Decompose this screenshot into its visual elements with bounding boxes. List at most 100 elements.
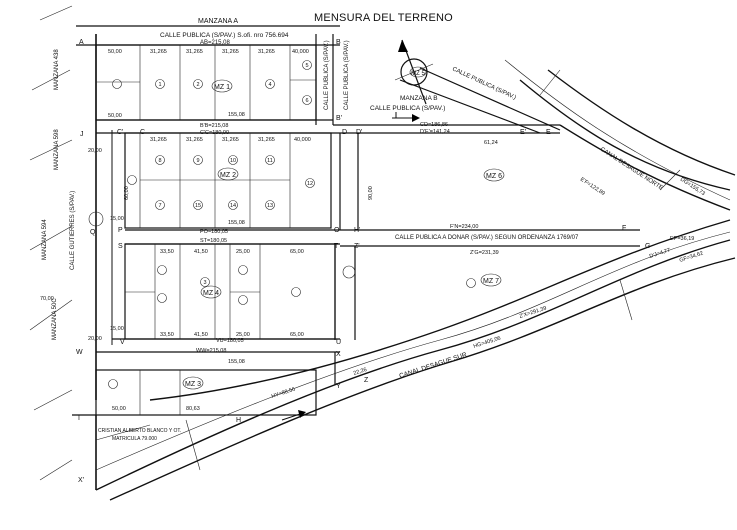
note-owner: CRISTIAN ALBERTO BLANCO Y OT. [98, 428, 181, 434]
measure-gf: GF=34,62 [679, 251, 704, 264]
point-hp: H' [354, 227, 360, 234]
street-east-v2: CALLE PUBLICA (S/PAV.) [344, 40, 350, 110]
measure-w40a: 40,000 [292, 49, 309, 55]
lot-7: 7 [158, 203, 161, 209]
point-w: W [76, 349, 83, 356]
point-q: Q [90, 229, 96, 236]
owner-notes: CRISTIAN ALBERTO BLANCO Y OT. MATRICULA … [98, 428, 181, 442]
lot-6: 6 [305, 98, 308, 104]
point-i: I [78, 415, 80, 422]
point-y: Y [336, 383, 341, 390]
measure-bb: B'B=215,08 [200, 123, 228, 129]
measure-1500a: 15,00 [110, 216, 124, 222]
measure-7000: 70,00 [40, 296, 54, 302]
street-north: CALLE PUBLICA (S/PAV.) S.ofi. nro 756.69… [160, 32, 289, 39]
measure-6500b: 65,00 [290, 332, 304, 338]
point-a: A [79, 39, 84, 46]
measure-9000: 90,00 [368, 186, 374, 200]
lot-9: 9 [196, 158, 199, 164]
point-dp: D' [356, 129, 362, 136]
block-mz3: MZ 3 [185, 381, 201, 388]
lot-4: 4 [268, 82, 271, 88]
lot-2: 2 [196, 82, 199, 88]
measure-hg: HG=405,06 [473, 335, 502, 349]
measure-ab: AB=215,08 [200, 40, 231, 46]
point-v: V [120, 339, 125, 346]
measure-vu: VU=180,05 [216, 338, 244, 344]
block-mz4: MZ 4 [203, 290, 219, 297]
measure-w31a: 31,265 [150, 49, 167, 55]
measure-zg: Z'G=231,39 [470, 250, 499, 256]
point-c: C [140, 129, 145, 136]
measure-hy: HY=88,56 [271, 387, 296, 400]
block-mz7: MZ 7 [483, 278, 499, 285]
lot-11: 11 [267, 158, 273, 164]
block-mz1: MZ 1 [214, 84, 230, 91]
measure-2622: 22,26 [353, 367, 368, 377]
page-title: MENSURA DEL TERRENO [314, 12, 453, 24]
measure-2000a: 20,00 [88, 148, 102, 154]
measure-fn: F'N=234,00 [450, 224, 478, 230]
measure-de: D'E'=141,24 [420, 129, 450, 135]
measure-6000: 60,00 [124, 186, 130, 200]
point-bp: B' [336, 115, 342, 122]
measure-6500a: 65,00 [290, 249, 304, 255]
point-p: P [118, 227, 123, 234]
street-west: CALLE GUTIERRES (S/PAV.) [70, 191, 76, 270]
measure-st: ST=180,05 [200, 238, 227, 244]
point-x: X [336, 351, 341, 358]
point-t: T [334, 243, 339, 250]
measure-w50b: 50,00 [108, 113, 122, 119]
point-e: E [546, 129, 551, 136]
point-ep: E' [520, 129, 526, 136]
lot-8: 8 [158, 158, 161, 164]
canal-norte-name: CANAL DESAGUE NORTE [599, 147, 664, 192]
block-mz2: MZ 2 [220, 172, 236, 179]
point-b: B [336, 39, 341, 46]
measure-w40b: 40,000 [294, 137, 311, 143]
point-d: D [342, 129, 347, 136]
manzana-50c: MANZANA 50C [52, 298, 58, 340]
measure-dj: D'J=4,77 [649, 247, 671, 259]
point-cp: C' [117, 129, 123, 136]
measure-3350b: 33,50 [160, 332, 174, 338]
point-u: U [336, 339, 341, 346]
measure-w50a: 50,00 [108, 49, 122, 55]
manzana-438: MANZANA 438 [54, 49, 60, 90]
manzana-a: MANZANA A [198, 18, 238, 25]
measure-w31e: 31,265 [150, 137, 167, 143]
manzana-598: MANZANA 598 [54, 129, 60, 170]
measure-4150a: 41,50 [194, 249, 208, 255]
measure-cc: C'C=180,00 [200, 130, 229, 136]
flow-arrow-icon [281, 112, 420, 421]
note-matricula: MATRICULA 79.000 [112, 436, 157, 442]
left-hatching [29, 5, 73, 481]
lot-10: 10 [230, 158, 236, 164]
street-grid [72, 25, 640, 490]
manzana-b: MANZANA B [400, 95, 438, 102]
street-donate: CALLE PUBLICA A DONAR (S/PAV.) SEGUN ORD… [395, 235, 579, 241]
canal-sur-name: CANAL DESAGUE SUR [398, 351, 468, 380]
lot-13: 13 [267, 203, 273, 209]
survey-points: A B B' J C' C D D' E' E P Q O H' S T Z' … [76, 39, 650, 484]
canal-sur [95, 219, 736, 501]
point-xp: X' [78, 477, 84, 484]
lot-1: 1 [158, 82, 161, 88]
measure-w31b: 31,265 [186, 49, 203, 55]
point-z: Z [364, 377, 369, 384]
measure-155a: 155,08 [228, 112, 245, 118]
point-zp: Z' [354, 243, 360, 250]
measure-w31g: 31,265 [222, 137, 239, 143]
street-middle: CALLE PUBLICA (S/PAV.) [370, 105, 445, 112]
measure-155b: 155,08 [228, 220, 245, 226]
measure-cd: CD=186,86 [420, 122, 448, 128]
lot-3: 3 [203, 280, 206, 286]
point-o: O [334, 227, 340, 234]
street-names: MANZANA A CALLE PUBLICA (S/PAV.) S.ofi. … [42, 18, 664, 380]
measure-w31f: 31,265 [186, 137, 203, 143]
measure-4150b: 41,50 [194, 332, 208, 338]
canal-norte [399, 59, 736, 211]
point-j: J [80, 131, 84, 138]
measure-w31h: 31,265 [258, 137, 275, 143]
